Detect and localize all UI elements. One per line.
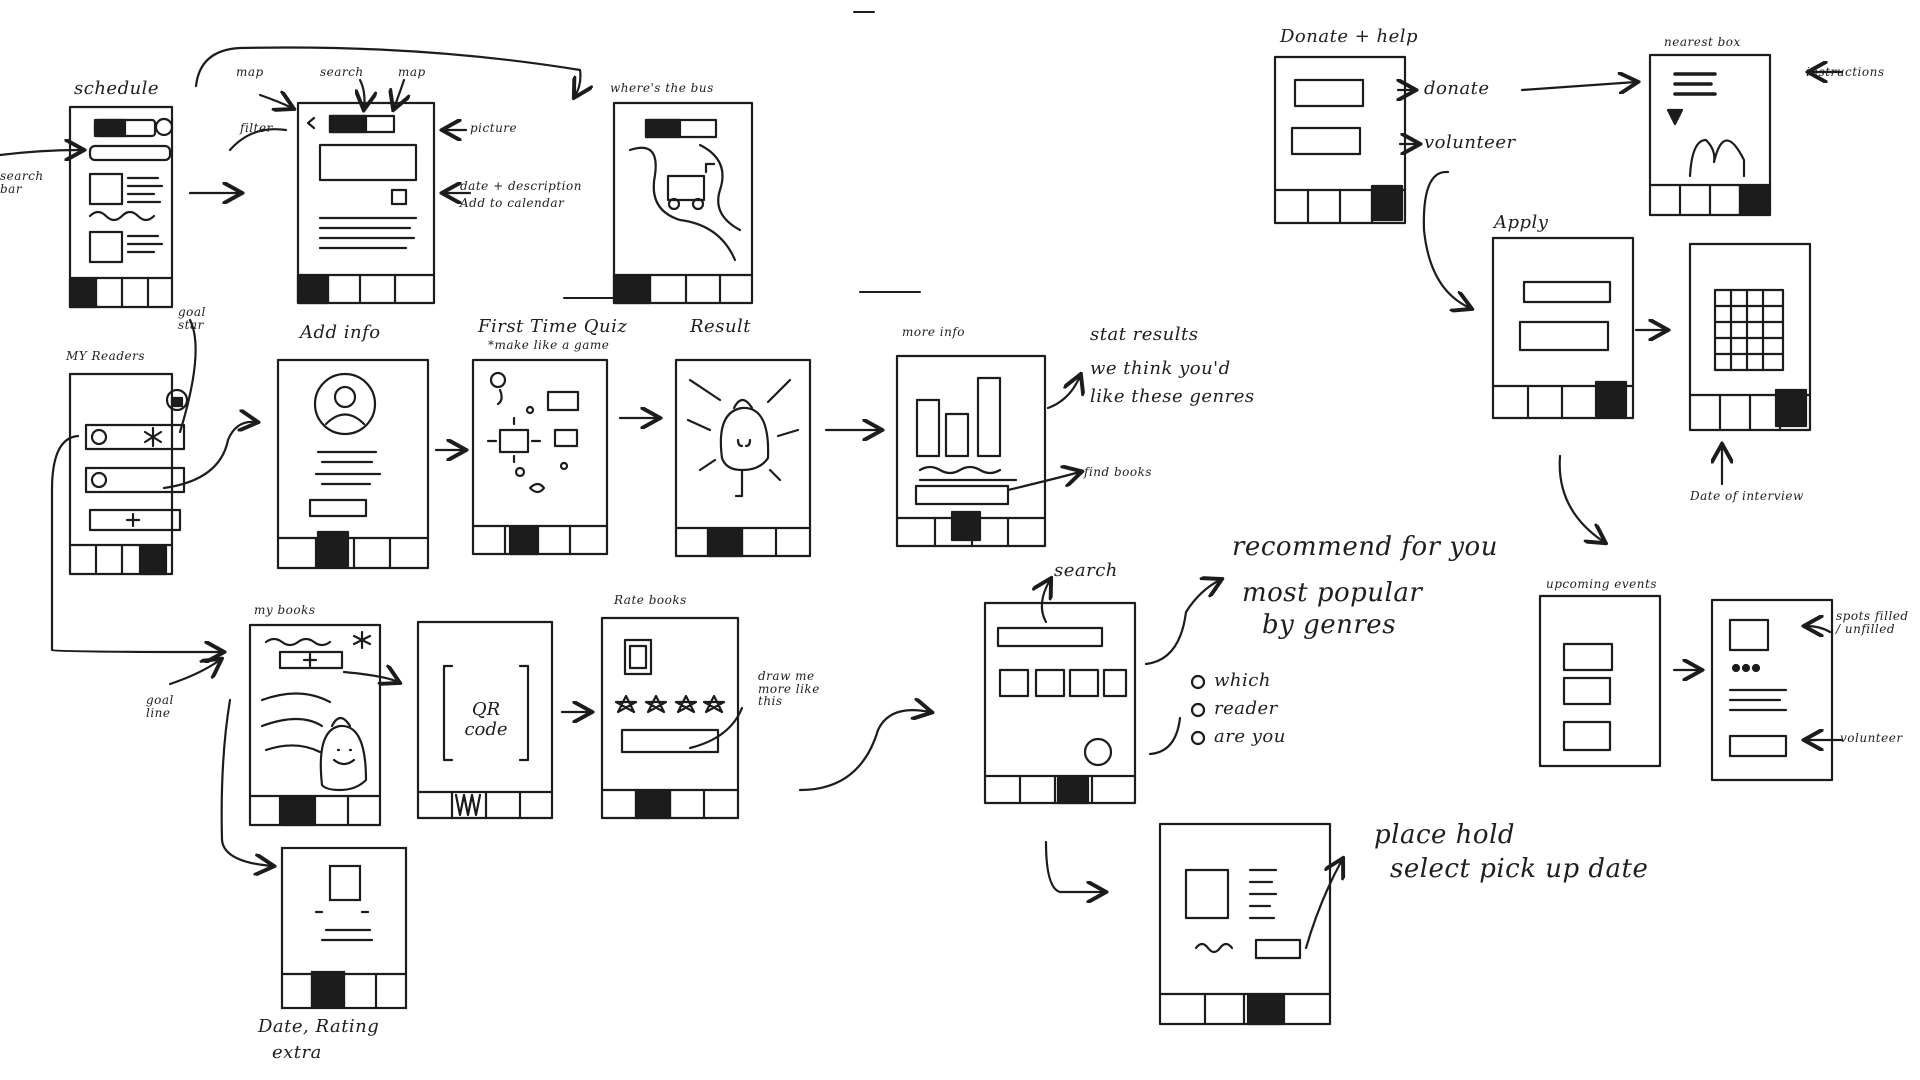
- label-my-books: my books: [254, 603, 316, 617]
- plus-icon: [125, 512, 141, 528]
- label-goal-star: goal star: [178, 305, 206, 332]
- screen-schedule: [68, 105, 174, 309]
- label-stat-results: stat results: [1090, 324, 1199, 345]
- screen-wheres-the-bus: [612, 101, 754, 305]
- label-search: search: [320, 65, 364, 79]
- label-first-quiz: First Time Quiz: [478, 316, 628, 337]
- screen-result: [674, 358, 812, 558]
- label-quiz-sub: *make like a game: [488, 338, 610, 352]
- label-result: Result: [690, 316, 752, 337]
- screen-first-time-quiz: [471, 358, 609, 556]
- qr-code-icon: [442, 664, 530, 762]
- backpack-mascot-icon: [319, 716, 368, 792]
- radio-option-icon: [1190, 702, 1206, 718]
- star-icon: [352, 630, 372, 650]
- qr-code-label: QR code: [464, 699, 508, 740]
- label-find-books: find books: [1084, 465, 1153, 479]
- screen-add-info: [276, 358, 430, 570]
- label-my-readers: MY Readers: [66, 349, 145, 363]
- filter-icon: [154, 117, 174, 137]
- screen-my-readers: [68, 372, 189, 576]
- star-icon: [614, 694, 726, 714]
- screen-place-hold: [1158, 822, 1342, 1026]
- bus-icon: [666, 162, 716, 211]
- avatar-icon: [313, 372, 377, 436]
- screen-volunteer-spots: [1710, 598, 1834, 782]
- label-extra: extra: [272, 1042, 322, 1063]
- label-picture: picture: [470, 121, 518, 135]
- label-place-hold: place hold: [1374, 820, 1516, 850]
- screen-nearest-box: [1648, 53, 1772, 217]
- label-we-think: we think you'd: [1090, 358, 1231, 379]
- label-filter: filter: [240, 121, 273, 135]
- label-more-info: more info: [902, 325, 965, 339]
- label-nearest-box: nearest box: [1664, 35, 1741, 49]
- label-search2: search: [1054, 560, 1118, 581]
- label-add-info: Add info: [300, 322, 381, 343]
- radio-option-icon: [1190, 674, 1206, 690]
- screen-event-detail: [296, 101, 436, 305]
- screen-donate-help: [1273, 55, 1407, 225]
- label-date-interview: Date of interview: [1690, 489, 1804, 503]
- label-select-pickup: select pick up date: [1390, 854, 1649, 884]
- label-instructions: instructions: [1806, 65, 1885, 79]
- label-apply: Apply: [1494, 212, 1549, 233]
- screen-apply: [1491, 236, 1635, 420]
- screen-qr-code: [416, 620, 554, 820]
- label-upcoming-events: upcoming events: [1546, 577, 1657, 591]
- label-date-rating: Date, Rating: [258, 1016, 380, 1037]
- screen-rate-books: [600, 616, 744, 820]
- screen-interview-calendar: [1688, 242, 1812, 432]
- label-goal-line: goal line: [146, 693, 174, 720]
- lock-icon: [165, 388, 189, 412]
- label-donate: donate: [1424, 78, 1490, 99]
- plus-icon: [302, 652, 318, 668]
- label-map-top: map: [236, 65, 264, 79]
- label-by-genres: by genres: [1262, 610, 1397, 640]
- label-like-genres: like these genres: [1090, 386, 1255, 407]
- label-map: map: [398, 65, 426, 79]
- backpack-mascot-icon: [719, 398, 770, 498]
- star-icon: [143, 426, 163, 448]
- label-date-desc: date + description: [460, 179, 582, 193]
- label-schedule: schedule: [74, 78, 160, 99]
- label-which: which: [1214, 670, 1271, 691]
- label-volunteer2: volunteer: [1840, 731, 1903, 745]
- label-reader: reader: [1214, 698, 1278, 719]
- label-recommend: recommend for you: [1232, 532, 1498, 562]
- label-wheres-bus: where's the bus: [610, 81, 714, 95]
- label-draw-me: draw me more like this: [758, 669, 820, 709]
- label-search-bar: search bar: [0, 169, 44, 196]
- screen-my-books: [248, 623, 382, 827]
- label-add-calendar: Add to calendar: [460, 196, 565, 210]
- screen-more-info: [895, 354, 1047, 548]
- label-volunteer: volunteer: [1424, 132, 1516, 153]
- map-pin-icon: [1666, 108, 1684, 126]
- screen-upcoming-events: [1538, 594, 1662, 768]
- label-donate-help: Donate + help: [1280, 26, 1419, 47]
- label-most-popular: most popular: [1242, 578, 1423, 608]
- screen-search: [983, 601, 1137, 805]
- label-are-you: are you: [1214, 726, 1286, 747]
- label-spots: spots filled / unfilled: [1836, 609, 1909, 636]
- radio-option-icon: [1190, 730, 1206, 746]
- label-rate-books: Rate books: [614, 593, 687, 607]
